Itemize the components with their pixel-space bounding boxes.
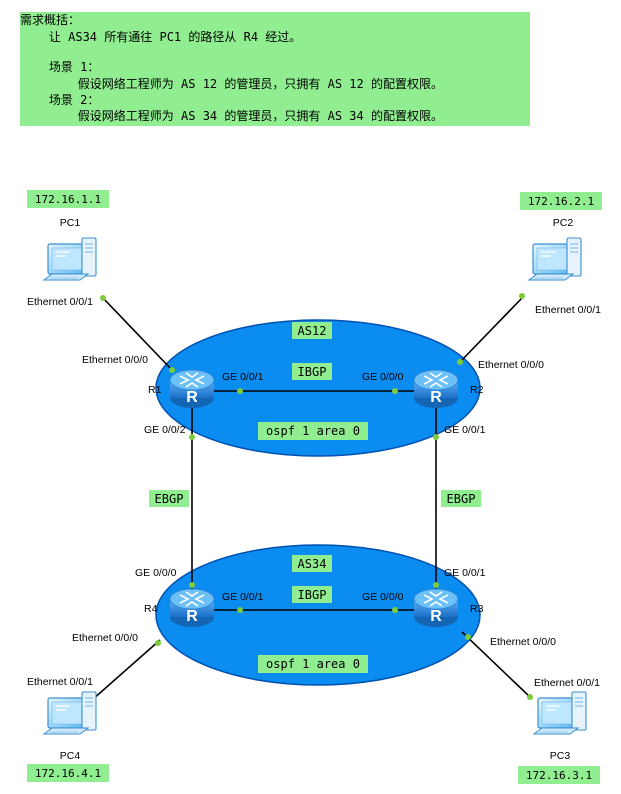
requirement-line: 让 AS34 所有通往 PC1 的路径从 R4 经过。	[20, 30, 302, 44]
pc4-icon[interactable]	[43, 691, 97, 735]
requirements-title: 需求概括：	[20, 13, 81, 27]
pc2-ip-box	[520, 192, 602, 210]
pc2-eth-label: Ethernet 0/0/1	[535, 304, 601, 316]
as34-area	[155, 544, 481, 686]
port-dot	[465, 634, 471, 640]
pc3-ip: 172.16.3.1	[526, 769, 592, 782]
router-r1-name: R1	[148, 384, 162, 396]
r2-ge001-label: GE 0/0/1	[444, 424, 486, 436]
port-dot	[189, 582, 195, 588]
router-r2-glyph: R	[430, 389, 442, 406]
router-r4[interactable]: R	[169, 588, 215, 628]
router-r2-name: R2	[470, 384, 484, 396]
ebgp-right-label: EBGP	[447, 492, 476, 506]
pc3-eth-label: Ethernet 0/0/1	[534, 677, 600, 689]
port-dot	[155, 640, 161, 646]
as12-ospf-box	[258, 422, 368, 440]
pc1-icon[interactable]	[43, 237, 97, 281]
port-dot	[392, 388, 398, 394]
as34-label: AS34	[298, 557, 327, 571]
as34-ibgp-label: IBGP	[298, 588, 327, 602]
ebgp-left-box	[149, 490, 189, 507]
port-dot	[433, 582, 439, 588]
port-dot	[527, 694, 533, 700]
link-pc1-r1	[102, 297, 173, 371]
pc3-ip-box	[518, 766, 600, 784]
r2-eth-label: Ethernet 0/0/0	[478, 359, 544, 371]
scene2-text: 假设网络工程师为 AS 34 的管理员，只拥有 AS 34 的配置权限。	[20, 109, 443, 123]
pc1-ip: 172.16.1.1	[35, 193, 101, 206]
port-dots	[89, 293, 533, 701]
link-pc2-r2	[459, 297, 523, 363]
pc2-icon[interactable]	[528, 237, 582, 281]
pc3-icon[interactable]	[533, 691, 587, 735]
r1-ge001-label: GE 0/0/1	[222, 371, 264, 383]
pc3-name: PC3	[550, 750, 571, 762]
port-dot	[392, 607, 398, 613]
as12-label: AS12	[298, 324, 327, 338]
pc4-eth-label: Ethernet 0/0/1	[27, 676, 93, 688]
r4-ge001-label: GE 0/0/1	[222, 591, 264, 603]
scene2-title: 场景 2：	[20, 93, 100, 107]
as12-label-box	[292, 322, 332, 339]
router-r4-glyph: R	[186, 608, 198, 625]
as12-ospf-label: ospf 1 area 0	[266, 424, 360, 438]
pc1-eth-label: Ethernet 0/0/1	[27, 296, 93, 308]
as34-ibgp-box	[292, 586, 332, 603]
port-dot	[237, 388, 243, 394]
requirements-box: 需求概括： 让 AS34 所有通往 PC1 的路径从 R4 经过。 场景 1： …	[20, 12, 530, 126]
as12-ibgp-label: IBGP	[298, 365, 327, 379]
router-r2[interactable]: R	[413, 369, 459, 409]
router-r3-name: R3	[470, 603, 484, 615]
port-dot	[237, 607, 243, 613]
r1-eth-label: Ethernet 0/0/0	[82, 354, 148, 366]
router-r3-glyph: R	[430, 608, 442, 625]
pc1-ip-box	[27, 190, 109, 208]
r1-ge002-label: GE 0/0/2	[144, 424, 186, 436]
r4-ge000-label: GE 0/0/0	[135, 567, 177, 579]
port-dot	[189, 434, 195, 440]
r2-ge000-label: GE 0/0/0	[362, 371, 404, 383]
pc4-ip-box	[27, 764, 109, 782]
scene1-text: 假设网络工程师为 AS 12 的管理员，只拥有 AS 12 的配置权限。	[20, 77, 443, 91]
r3-eth-label: Ethernet 0/0/0	[490, 636, 556, 648]
r3-ge001-label: GE 0/0/1	[444, 567, 486, 579]
as12-area	[155, 319, 481, 457]
router-r1-glyph: R	[186, 389, 198, 406]
router-r1[interactable]: R	[169, 369, 215, 409]
as34-ospf-label: ospf 1 area 0	[266, 657, 360, 671]
pc4-name: PC4	[60, 750, 81, 762]
router-r4-name: R4	[144, 603, 158, 615]
port-dot	[519, 293, 525, 299]
ebgp-left-label: EBGP	[155, 492, 184, 506]
ebgp-right-box	[441, 490, 481, 507]
port-dot	[433, 434, 439, 440]
as34-ospf-box	[258, 655, 368, 673]
port-dot	[100, 295, 106, 301]
link-r4-pc4	[91, 639, 161, 701]
pc4-ip: 172.16.4.1	[35, 767, 101, 780]
port-dot	[457, 359, 463, 365]
pc2-ip: 172.16.2.1	[528, 195, 594, 208]
pc2-name: PC2	[553, 217, 574, 229]
router-r3[interactable]: R	[413, 588, 459, 628]
link-r3-pc3	[461, 631, 531, 698]
r4-eth-label: Ethernet 0/0/0	[72, 632, 138, 644]
as34-label-box	[292, 555, 332, 572]
r3-ge000-label: GE 0/0/0	[362, 591, 404, 603]
port-dot	[169, 367, 175, 373]
as12-ibgp-box	[292, 363, 332, 380]
pc1-name: PC1	[60, 217, 81, 229]
scene1-title: 场景 1：	[20, 60, 100, 74]
